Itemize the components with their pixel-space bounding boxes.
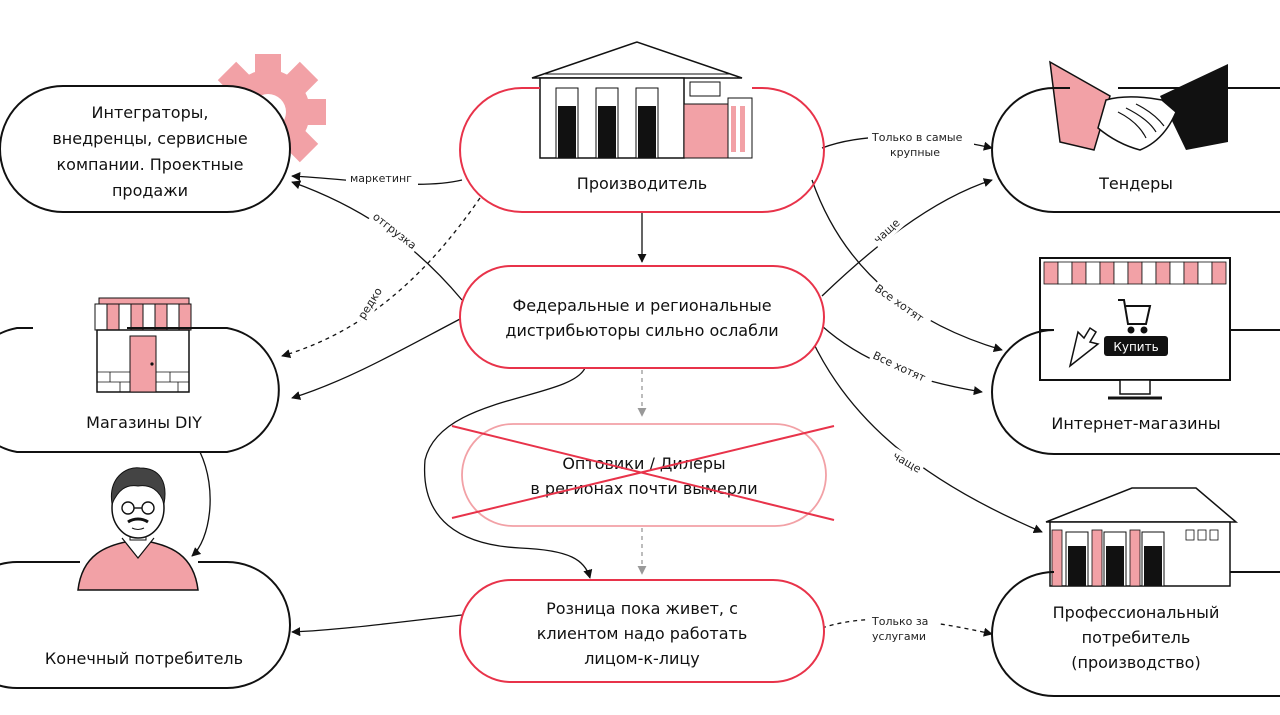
professional-line-2: потребитель [1082, 628, 1191, 647]
edge-distributors-professional [811, 339, 1043, 533]
edge-distributors-diy [291, 317, 463, 400]
buy-button [1104, 336, 1168, 356]
edge-distributors-eshops [821, 325, 983, 396]
node-distributors: Федеральные и региональные дистрибьюторы… [459, 265, 825, 369]
wholesalers-line-2: в регионах почти вымерли [530, 479, 757, 498]
edge-label-largest-line2: крупные [890, 146, 940, 159]
factory-icon-professional [1045, 487, 1239, 587]
edge-distributors-integrators [291, 180, 463, 301]
edge-label-shipment: отгрузка [370, 210, 419, 252]
edge-label-largest-line1: Только в самые [871, 131, 963, 144]
wholesalers-line-1: Оптовики / Дилеры [562, 454, 725, 473]
node-eshops: Интернет-магазины [991, 329, 1280, 455]
diy-label: Магазины DIY [86, 413, 202, 432]
strike-line-2 [451, 425, 835, 519]
professional-line-1: Профессиональный [1053, 603, 1220, 622]
edge-label-everyone-wants-2: Все хотят [871, 349, 928, 385]
distributors-line-2: дистрибьюторы сильно ослабли [505, 321, 778, 340]
retail-line-2: клиентом надо работать [537, 624, 748, 643]
node-wholesalers: Оптовики / Дилеры в регионах почти вымер… [451, 423, 835, 527]
eshops-label: Интернет-магазины [1051, 414, 1220, 433]
edge-manufacturer-eshops [811, 179, 1003, 353]
retail-line-3: лицом-к-лицу [584, 649, 700, 668]
consumer-label: Конечный потребитель [45, 649, 243, 668]
edge-label-more-often-prof: чаще [891, 449, 924, 476]
integrators-line-4: продажи [112, 181, 188, 200]
cursor-icon [1068, 326, 1100, 368]
integrators-line-3: компании. Проектные [57, 155, 244, 174]
integrators-line-2: внедренцы, сервисные [52, 129, 247, 148]
cart-icon [1118, 299, 1152, 334]
retail-line-1: Розница пока живет, с [546, 599, 738, 618]
edge-retail-consumer [291, 614, 463, 637]
edge-label-services-line1: Только за [871, 615, 928, 628]
professional-line-3: (производство) [1071, 653, 1200, 672]
node-integrators: Интеграторы, внедренцы, сервисные компан… [0, 85, 291, 213]
node-retail: Розница пока живет, с клиентом надо рабо… [459, 579, 825, 683]
edge-diy-consumer [191, 451, 211, 557]
handshake-icon [1049, 60, 1228, 151]
node-tenders: Тендеры [991, 87, 1280, 213]
edge-manufacturer-diy-rarely [281, 197, 481, 359]
person-icon [77, 467, 199, 591]
node-professional: Профессиональный потребитель (производст… [991, 571, 1280, 697]
node-diy: Магазины DIY [0, 327, 280, 453]
manufacturer-label: Производитель [577, 174, 707, 193]
laptop-shop-icon: Купить [1039, 257, 1231, 400]
shop-icon [94, 297, 192, 393]
node-manufacturer: Производитель [459, 87, 825, 213]
integrators-line-1: Интеграторы, [92, 103, 209, 122]
edge-label-marketing: маркетинг [350, 172, 412, 185]
edge-label-services-line2: услугами [872, 630, 926, 643]
node-consumer: Конечный потребитель [0, 561, 291, 689]
distributors-line-1: Федеральные и региональные [512, 296, 771, 315]
factory-icon [531, 41, 753, 159]
edge-label-everyone-wants-1: Все хотят [872, 282, 926, 325]
buy-button-label: Купить [1113, 340, 1158, 354]
tenders-label: Тендеры [1098, 174, 1173, 193]
edge-distributors-retail [423, 367, 593, 579]
edge-distributors-tenders [821, 178, 993, 297]
